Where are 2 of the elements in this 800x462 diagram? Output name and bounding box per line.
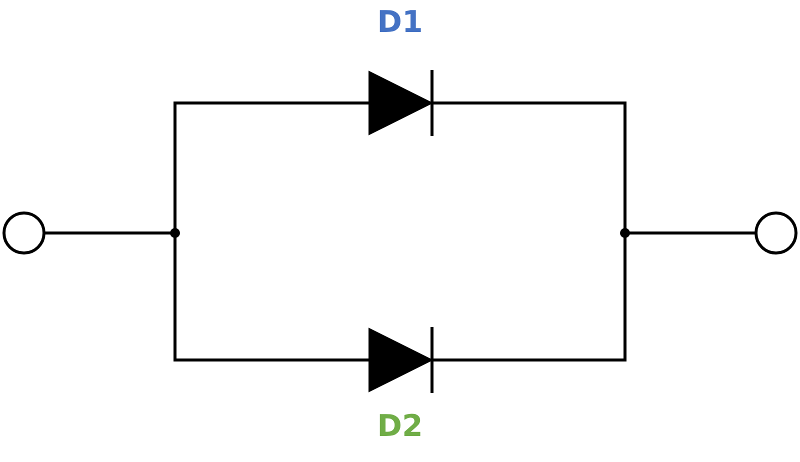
component-label: D1 — [377, 6, 423, 40]
component-label: D2 — [377, 410, 423, 444]
